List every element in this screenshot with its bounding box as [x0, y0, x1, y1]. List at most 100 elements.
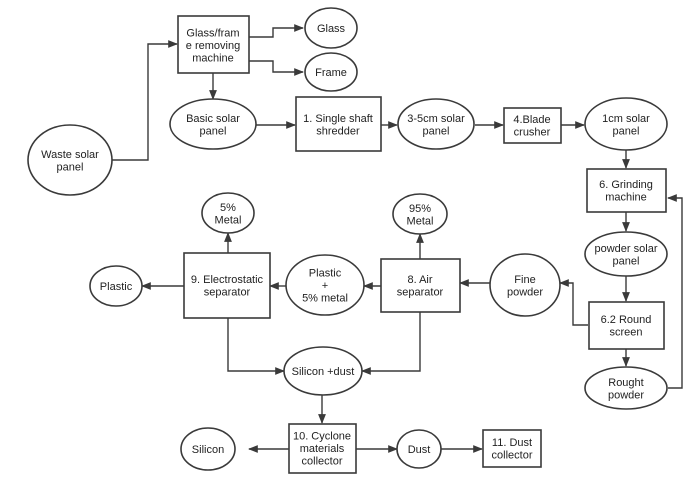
label-5-metal: 5%Metal — [215, 202, 242, 227]
label-line: 6.2 Round — [601, 314, 652, 326]
node-glass: Glass — [304, 7, 358, 49]
label-line: collector — [302, 456, 343, 468]
node-5-metal: 5%Metal — [201, 192, 255, 234]
label-silicon: Silicon — [192, 444, 224, 456]
label-line: Metal — [407, 215, 434, 227]
label-line: 5% metal — [302, 293, 348, 305]
box-air-separator — [380, 258, 461, 313]
box-dust-collector — [482, 429, 542, 468]
label-line: Waste solar — [41, 149, 99, 161]
label-line: Plastic — [100, 281, 133, 293]
label-line: 9. Electrostatic — [191, 274, 264, 286]
label-line: panel — [613, 125, 640, 137]
ellipse-glass — [304, 7, 358, 49]
box-round-screen — [588, 301, 665, 350]
ellipse-fine-powder — [489, 253, 561, 317]
label-line: 10. Cyclone — [293, 431, 351, 443]
label-line: shredder — [316, 125, 360, 137]
label-line: crusher — [514, 126, 551, 138]
label-line: powder — [608, 389, 644, 401]
label-line: screen — [609, 326, 642, 338]
label-line: panel — [57, 161, 84, 173]
arrow-air-to-silicon-dust — [361, 312, 421, 375]
ellipse-plastic — [89, 265, 143, 307]
ellipse-plastic-5-metal — [285, 254, 365, 316]
ellipse-1cm-solar-panel — [584, 97, 668, 151]
label-dust: Dust — [408, 444, 431, 456]
box-single-shaft-shredder — [295, 96, 382, 152]
label-line: powder — [507, 286, 543, 298]
label-line: Metal — [215, 214, 242, 226]
ellipse-silicon-dust — [283, 346, 363, 396]
ellipse-silicon — [180, 427, 236, 471]
label-line: Dust — [408, 444, 431, 456]
box-cyclone-collector — [288, 423, 357, 474]
label-line: collector — [492, 449, 533, 461]
box-glass-frame-machine — [177, 15, 250, 74]
label-line: separator — [204, 286, 251, 298]
label-line: Silicon +dust — [292, 366, 355, 378]
label-line: e removing — [186, 40, 240, 52]
ellipse-frame — [304, 52, 358, 92]
label-line: Glass/fram — [186, 28, 239, 40]
node-silicon: Silicon — [180, 427, 236, 471]
label-line: 95% — [409, 203, 431, 215]
ellipse-dust — [396, 429, 442, 469]
label-line: 8. Air — [407, 274, 432, 286]
label-glass: Glass — [317, 23, 346, 35]
label-line: separator — [397, 286, 444, 298]
label-line: panel — [200, 125, 227, 137]
arrow-machine-to-glass — [249, 24, 304, 38]
node-silicon-dust: Silicon +dust — [283, 346, 363, 396]
box-electrostatic-separator — [183, 252, 271, 319]
label-line: Rought — [608, 377, 643, 389]
ellipse-3-5cm-solar-panel — [397, 98, 475, 150]
label-line: 1cm solar — [602, 113, 650, 125]
label-line: Glass — [317, 23, 346, 35]
label-line: + — [322, 280, 328, 292]
label-line: 1. Single shaft — [303, 113, 373, 125]
label-line: Basic solar — [186, 113, 240, 125]
arrow-round-screen-to-fine — [559, 279, 588, 326]
label-line: Fine — [514, 274, 535, 286]
node-dust: Dust — [396, 429, 442, 469]
label-line: Silicon — [192, 444, 224, 456]
label-line: machine — [605, 191, 647, 203]
ellipse-rought-powder — [584, 366, 668, 410]
ellipse-5-metal — [201, 192, 255, 234]
label-line: 3-5cm solar — [407, 113, 465, 125]
label-line: panel — [423, 125, 450, 137]
label-line: 4.Blade — [513, 114, 550, 126]
label-line: materials — [300, 443, 345, 455]
label-line: 11. Dust — [492, 437, 532, 449]
node-95-metal: 95%Metal — [392, 193, 448, 235]
node-plastic: Plastic — [89, 265, 143, 307]
arrow-electrostatic-to-silicon-dust — [227, 318, 285, 375]
